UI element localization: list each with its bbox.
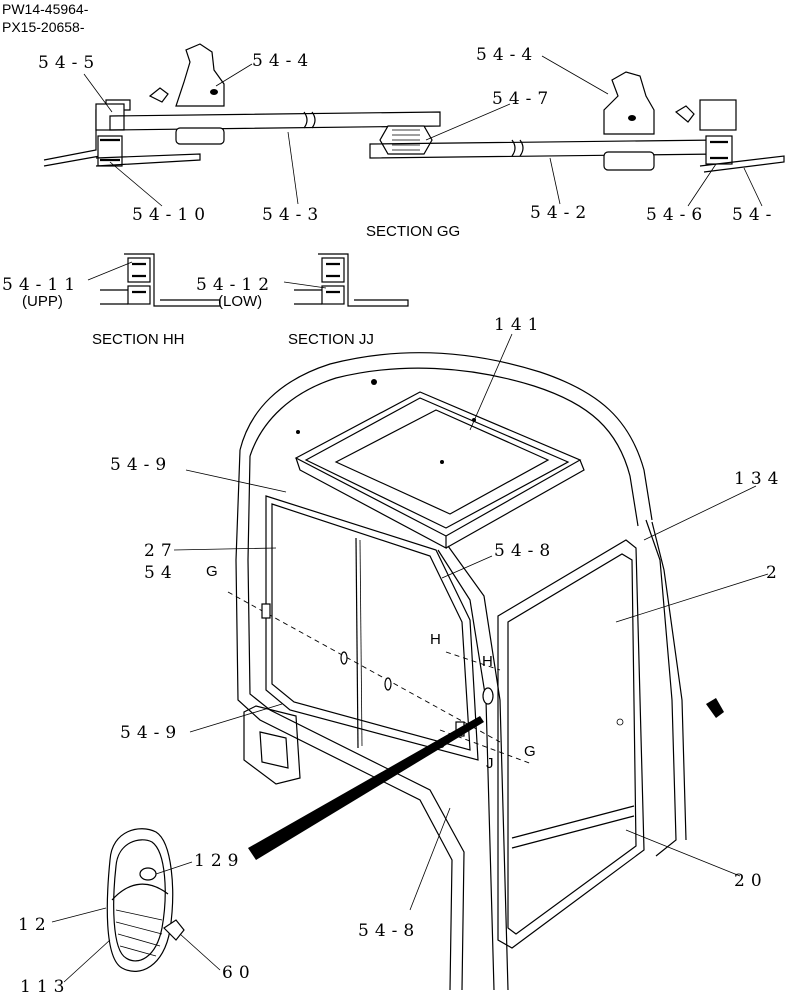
callout-60: 60 xyxy=(222,963,256,983)
callout-54-8-upper: 54-8 xyxy=(494,541,556,561)
callout-54-edge: 54- xyxy=(732,205,777,225)
callout-134: 134 xyxy=(734,469,784,489)
cut-mark-g-right: G xyxy=(524,743,536,760)
serial-range-1: PW14-45964- xyxy=(2,1,89,17)
callout-54-7: 54-7 xyxy=(492,89,554,109)
tag-upp: (UPP) xyxy=(22,293,63,310)
callout-54-4-left: 54-4 xyxy=(252,51,314,71)
section-jj-title: SECTION JJ xyxy=(288,331,374,348)
cut-mark-g-left: G xyxy=(206,563,218,580)
section-hh-title: SECTION HH xyxy=(92,331,185,348)
section-jj-drawing xyxy=(283,253,409,307)
mirror-detail-drawing xyxy=(51,828,221,983)
callout-54-3: 54-3 xyxy=(262,205,324,225)
section-gg-drawing xyxy=(43,43,785,207)
callout-113: 113 xyxy=(20,977,70,997)
cut-mark-h-right: H xyxy=(482,653,493,670)
callout-54-4-right: 54-4 xyxy=(476,45,538,65)
callout-54-11: 54-11 xyxy=(2,275,81,295)
callout-54-12: 54-12 xyxy=(196,275,275,295)
callout-54-2: 54-2 xyxy=(530,203,592,223)
callout-141: 141 xyxy=(494,315,544,335)
callout-54: 54 xyxy=(144,563,178,583)
callout-20: 20 xyxy=(734,871,768,891)
callout-2: 2 xyxy=(766,563,783,583)
callout-54-8-lower: 54-8 xyxy=(358,921,420,941)
tag-low: (LOW) xyxy=(218,293,262,310)
callout-54-5: 54-5 xyxy=(38,53,100,73)
cut-mark-j-left: J xyxy=(438,735,446,752)
callout-54-10: 54-10 xyxy=(132,205,211,225)
section-gg-title: SECTION GG xyxy=(366,223,460,240)
callout-129: 129 xyxy=(194,851,244,871)
cut-mark-j-right: J xyxy=(486,755,494,772)
callout-54-6: 54-6 xyxy=(646,205,708,225)
callout-54-9-lower: 54-9 xyxy=(120,723,182,743)
callout-12: 12 xyxy=(18,915,52,935)
cut-mark-h-left: H xyxy=(430,631,441,648)
cab-assembly-drawing xyxy=(173,333,769,991)
section-hh-drawing xyxy=(87,253,221,307)
callout-54-9-upper: 54-9 xyxy=(110,455,172,475)
serial-range-2: PX15-20658- xyxy=(2,19,85,35)
callout-27: 27 xyxy=(144,541,178,561)
